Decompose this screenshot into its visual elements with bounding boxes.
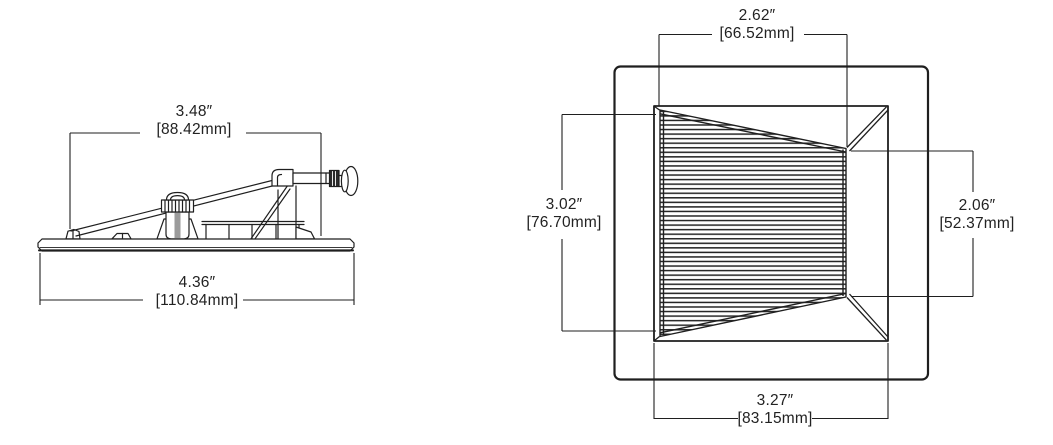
support-gusset bbox=[250, 184, 316, 240]
dim-inches-value: 2.62″ bbox=[738, 7, 776, 25]
dim-line-front-right bbox=[851, 150, 974, 298]
louver-grille bbox=[659, 109, 847, 338]
front-view-drawing bbox=[613, 65, 930, 381]
dim-inches-value: 2.06″ bbox=[958, 197, 996, 215]
dim-mm-value: [66.52mm] bbox=[719, 25, 795, 42]
dim-mm-value: [83.15mm] bbox=[737, 410, 813, 427]
dim-label-front-bottom: 3.27″ [83.15mm] bbox=[737, 392, 812, 428]
dim-inches-value: 3.27″ bbox=[756, 392, 794, 410]
lamp-socket bbox=[156, 191, 199, 240]
dim-label-front-right: 2.06″ [52.37mm] bbox=[939, 197, 1014, 233]
dim-mm-value: [88.42mm] bbox=[156, 121, 232, 138]
dim-line-side-flange-width bbox=[39, 253, 355, 305]
side-view-drawing bbox=[37, 165, 359, 252]
dim-line-front-top bbox=[658, 33, 848, 147]
dim-mm-value: [76.70mm] bbox=[526, 214, 602, 231]
dim-label-front-top: 2.62″ [66.52mm] bbox=[719, 7, 794, 43]
base-channel bbox=[201, 220, 305, 240]
dim-inches-value: 3.02″ bbox=[545, 196, 583, 214]
dim-label-front-left: 3.02″ [76.70mm] bbox=[526, 196, 601, 232]
dim-inches-value: 3.48″ bbox=[175, 103, 213, 121]
knurled-nut bbox=[328, 169, 340, 188]
dim-label-side-housing-width: 3.48″ [88.42mm] bbox=[156, 103, 231, 139]
spring-clip bbox=[65, 228, 132, 240]
dim-label-side-flange-width: 4.36″ [110.84mm] bbox=[156, 274, 239, 310]
adjustment-arm bbox=[271, 165, 359, 197]
scoop-corner-lines bbox=[654, 105, 889, 342]
dimension-lines bbox=[39, 33, 974, 420]
dim-mm-value: [110.84mm] bbox=[155, 292, 239, 309]
dim-line-side-housing-width bbox=[69, 132, 322, 236]
dim-mm-value: [52.37mm] bbox=[939, 215, 1015, 232]
dim-line-front-left bbox=[561, 113, 656, 332]
flange-plate bbox=[37, 238, 355, 252]
thumbscrew-knob bbox=[338, 165, 359, 197]
dim-inches-value: 4.36″ bbox=[178, 274, 216, 292]
dim-line-front-bottom bbox=[653, 343, 889, 420]
